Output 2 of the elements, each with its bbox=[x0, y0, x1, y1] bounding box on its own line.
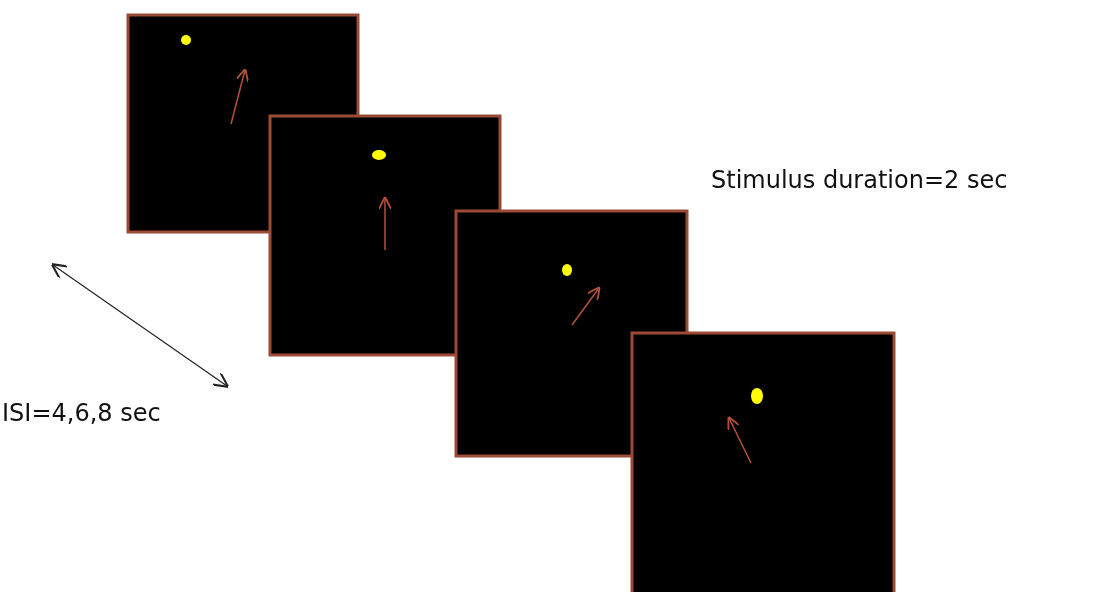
annotation-text: Stimulus duration=2 sec bbox=[711, 168, 1008, 192]
annotation-text: ISI=4,6,8 sec bbox=[2, 401, 161, 425]
